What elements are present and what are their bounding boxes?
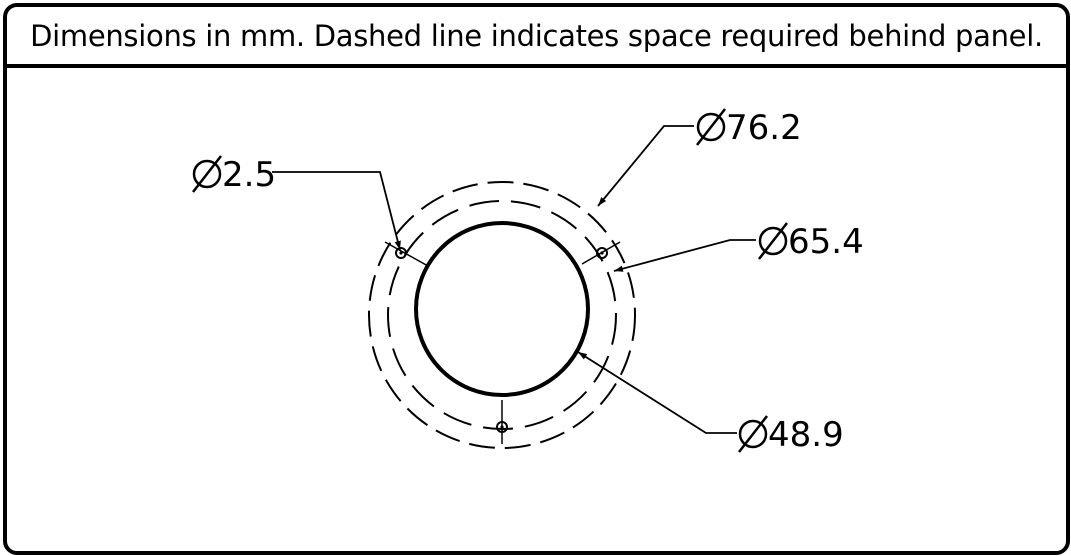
mounting-hole-top-right	[581, 241, 621, 265]
dimension-label-hole: 2.5	[192, 155, 276, 195]
leader-hole-diameter	[272, 171, 401, 251]
drawing-header: Dimensions in mm. Dashed line indicates …	[7, 7, 1066, 68]
leader-bolt-circle-diameter	[613, 239, 756, 272]
outer-dashed-circle	[368, 181, 636, 449]
leader-bore-diameter	[577, 351, 737, 434]
leader-outer-diameter	[597, 125, 694, 207]
mounting-hole-top-left	[384, 241, 429, 267]
bore-diameter-value: 48.9	[768, 415, 844, 455]
main-bore-circle	[414, 221, 590, 397]
header-note: Dimensions in mm. Dashed line indicates …	[30, 18, 1043, 53]
dimension-label-outer: 76.2	[696, 108, 802, 148]
outer-diameter-value: 76.2	[726, 108, 802, 148]
dimension-label-bore: 48.9	[738, 415, 844, 455]
dimension-label-bolt-circle: 65.4	[758, 222, 864, 262]
hole-diameter-value: 2.5	[222, 155, 276, 195]
drawing-frame: Dimensions in mm. Dashed line indicates …	[3, 3, 1070, 555]
bolt-circle-diameter-value: 65.4	[788, 222, 864, 262]
mounting-hole-bottom	[496, 400, 508, 444]
